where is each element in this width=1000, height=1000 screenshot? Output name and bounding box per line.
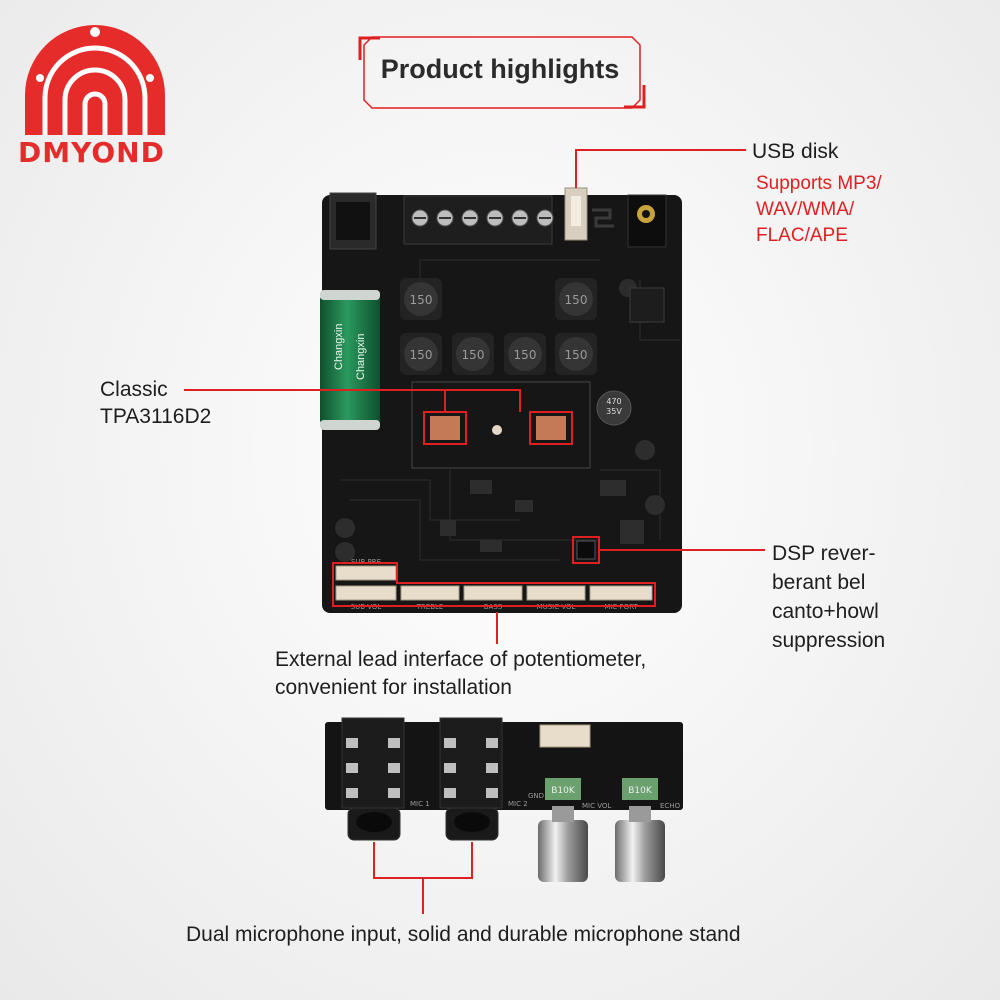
capacitor <box>320 290 380 430</box>
svg-text:150: 150 <box>514 348 537 362</box>
svg-text:B10K: B10K <box>551 786 576 796</box>
callout-interface-line-1: External lead interface of potentiometer… <box>275 648 647 671</box>
page-title: Product highlights <box>380 54 620 84</box>
svg-text:150: 150 <box>565 293 588 307</box>
callout-usb-detail-3: FLAC/APE <box>756 225 848 246</box>
svg-text:35V: 35V <box>606 407 622 416</box>
callout-dsp-line-2: berant bel <box>772 571 866 594</box>
callout-dsp-line-3: canto+howl <box>772 600 879 623</box>
callout-usb-detail-2: WAV/WMA/ <box>756 199 855 220</box>
knob-mic-vol <box>538 820 588 882</box>
port-connectors <box>335 565 653 601</box>
callout-interface-line-2: convenient for installation <box>275 676 512 699</box>
svg-text:MIC VOL: MIC VOL <box>582 802 611 810</box>
svg-text:150: 150 <box>565 348 588 362</box>
knob-echo <box>615 820 665 882</box>
svg-text:MIC 2: MIC 2 <box>508 800 528 808</box>
capacitor-brand-2: Changxin <box>355 334 367 380</box>
svg-text:ECHO: ECHO <box>660 802 681 810</box>
inductors: 150 150 150 150 150 150 <box>400 278 597 375</box>
amp-chip-left <box>430 416 460 440</box>
callout-dsp-line-4: suppression <box>772 629 886 652</box>
svg-text:GND: GND <box>528 792 544 800</box>
svg-text:B10K: B10K <box>628 786 653 796</box>
svg-text:150: 150 <box>462 348 485 362</box>
amp-chip-right <box>536 416 566 440</box>
callout-usb-detail-1: Supports MP3/ <box>756 173 882 194</box>
brand-logo-text: DMYOND <box>18 136 165 169</box>
svg-text:MIC 1: MIC 1 <box>410 800 430 808</box>
callout-mic: Dual microphone input, solid and durable… <box>186 923 741 946</box>
svg-text:150: 150 <box>410 293 433 307</box>
callout-amp-line-1: Classic <box>100 378 168 401</box>
svg-text:150: 150 <box>410 348 433 362</box>
callout-amp-line-2: TPA3116D2 <box>100 405 212 428</box>
dsp-chip <box>576 540 596 560</box>
svg-text:470: 470 <box>606 397 621 406</box>
callout-usb-title: USB disk <box>752 140 839 163</box>
capacitor-brand-1: Changxin <box>333 324 345 370</box>
callout-dsp-line-1: DSP rever- <box>772 542 876 565</box>
